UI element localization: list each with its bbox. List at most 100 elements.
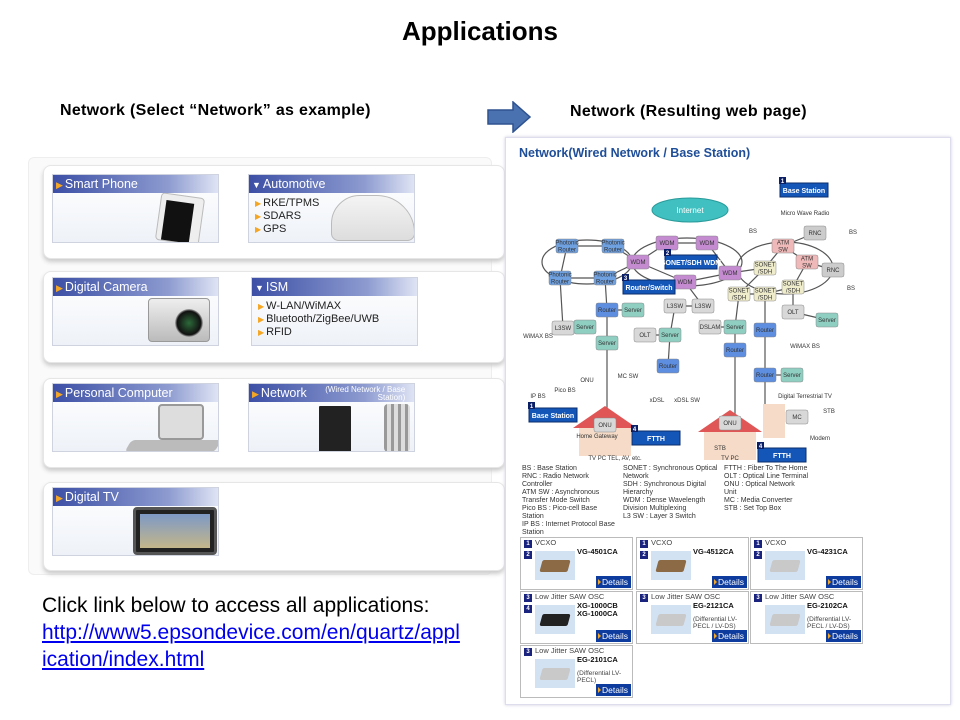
node-label: DSLAM: [700, 325, 721, 331]
network-node: Server: [595, 335, 619, 351]
svg-text:Router/Switch: Router/Switch: [625, 285, 672, 292]
house-icon: [579, 428, 631, 456]
product-image[interactable]: [651, 551, 691, 580]
product-name[interactable]: VG-4501CA: [577, 547, 618, 556]
product-image[interactable]: [765, 605, 805, 634]
right-arrow-icon: [487, 101, 531, 133]
product-name[interactable]: EG-2121CA: [693, 601, 734, 610]
svg-text:Base Station: Base Station: [532, 413, 574, 420]
node-label: /SDH: [732, 296, 746, 302]
camera-image: [148, 298, 210, 342]
internet-cloud-icon: [651, 197, 729, 223]
product-name[interactable]: VG-4512CA: [693, 547, 734, 556]
node-label: ONU: [598, 423, 611, 429]
network-node: Router: [753, 322, 777, 338]
sub-link-rke-tpms[interactable]: ▶RKE/TPMS: [255, 197, 320, 209]
details-button[interactable]: Details: [826, 630, 861, 642]
sub-link-rfid[interactable]: ▶RFID: [258, 326, 292, 338]
category-panel: ▶Smart Phone ▼Automotive ▶RKE/TPMS ▶SDAR…: [28, 157, 505, 575]
legend-entry: STB : Set Top Box: [724, 505, 782, 512]
category-label: ISM: [265, 280, 289, 294]
details-button[interactable]: Details: [826, 576, 861, 588]
oscillator-chip-icon: [539, 668, 571, 680]
category-digital-tv[interactable]: ▶Digital TV: [52, 487, 219, 556]
node-label: Server: [818, 318, 836, 324]
network-node: WDM: [718, 265, 742, 281]
svg-text:4: 4: [759, 444, 763, 450]
network-node: Router: [753, 367, 777, 383]
diagram-label: BS: [849, 230, 857, 236]
product-name[interactable]: EG-2101CA: [577, 655, 618, 664]
category-label: Automotive: [262, 177, 326, 191]
laptop-image: [158, 404, 204, 440]
svg-text:FTTH: FTTH: [647, 436, 665, 443]
network-node: RNC: [803, 225, 827, 241]
oscillator-chip-icon: [769, 560, 801, 572]
product-image[interactable]: [535, 659, 575, 688]
product-image[interactable]: [765, 551, 805, 580]
category-ism[interactable]: ▼ISM ▶W-LAN/WiMAX ▶Bluetooth/ZigBee/UWB …: [251, 277, 418, 346]
details-button[interactable]: Details: [596, 576, 631, 588]
details-button[interactable]: Details: [712, 576, 747, 588]
sub-link-wlan-wimax[interactable]: ▶W-LAN/WiMAX: [258, 300, 342, 312]
tv-image: [133, 507, 217, 555]
sub-link-gps[interactable]: ▶GPS: [255, 223, 287, 235]
category-digital-camera[interactable]: ▶Digital Camera: [52, 277, 219, 346]
details-button[interactable]: Details: [596, 630, 631, 642]
category-personal-computer[interactable]: ▶Personal Computer: [52, 383, 219, 452]
diagram-label: Micro Wave Radio: [781, 211, 830, 217]
product-image[interactable]: [535, 551, 575, 580]
diagram-label: WiMAX BS: [523, 334, 553, 340]
category-label: Personal Computer: [64, 386, 173, 400]
category-network[interactable]: ▶Network (Wired Network / Base Station): [248, 383, 415, 452]
node-label: /SDH: [786, 289, 800, 295]
legend-entry: SDH : Synchronous Digital Hierarchy: [623, 481, 706, 496]
details-button[interactable]: Details: [596, 684, 631, 696]
diagram-label: WiMAX BS: [790, 344, 820, 350]
network-node: ONU: [718, 415, 742, 431]
diagram-label: BS: [847, 286, 855, 292]
diagram-label: xDSL: [650, 398, 665, 404]
details-button[interactable]: Details: [712, 630, 747, 642]
node-label: Server: [576, 325, 594, 331]
node-label: Photonic: [593, 273, 616, 279]
laptop-keyboard: [124, 440, 218, 451]
svg-text:SONET/SDH WDM: SONET/SDH WDM: [661, 260, 721, 267]
node-label: ATM: [801, 257, 813, 263]
network-node: DSLAM: [698, 319, 722, 335]
product-description: (Differential LV-PECL): [577, 670, 622, 684]
applications-link[interactable]: http://www5.epsondevice.com/en/quartz/ap…: [42, 621, 460, 671]
access-note: Click link below to access all applicati…: [42, 592, 462, 673]
car-image: [331, 195, 414, 241]
product-image[interactable]: [535, 605, 575, 634]
category-smart-phone[interactable]: ▶Smart Phone: [52, 174, 219, 243]
node-label: Server: [783, 373, 801, 379]
category-label: Smart Phone: [64, 177, 138, 191]
network-node: L3SW: [551, 320, 575, 336]
node-label: Photonic: [601, 241, 624, 247]
legend-entry: MC : Media Converter: [724, 497, 793, 504]
network-node: Server: [723, 319, 747, 335]
category-automotive[interactable]: ▼Automotive ▶RKE/TPMS ▶SDARS ▶GPS: [248, 174, 415, 243]
node-label: SW: [802, 264, 812, 270]
product-image[interactable]: [651, 605, 691, 634]
network-diagram: InternetPhotonicRouterPhotonicRouterPhot…: [523, 177, 857, 463]
legend-entry: SONET : Synchronous Optical Network: [623, 465, 718, 480]
sub-link-bluetooth[interactable]: ▶Bluetooth/ZigBee/UWB: [258, 313, 380, 325]
sub-link-sdars[interactable]: ▶SDARS: [255, 210, 302, 222]
node-label: Router: [598, 308, 616, 314]
product-name[interactable]: VG-4231CA: [807, 547, 848, 556]
network-node: RNC: [821, 262, 845, 278]
legend-entry: BS : Base Station: [522, 465, 577, 472]
product-name[interactable]: EG-2102CA: [807, 601, 848, 610]
